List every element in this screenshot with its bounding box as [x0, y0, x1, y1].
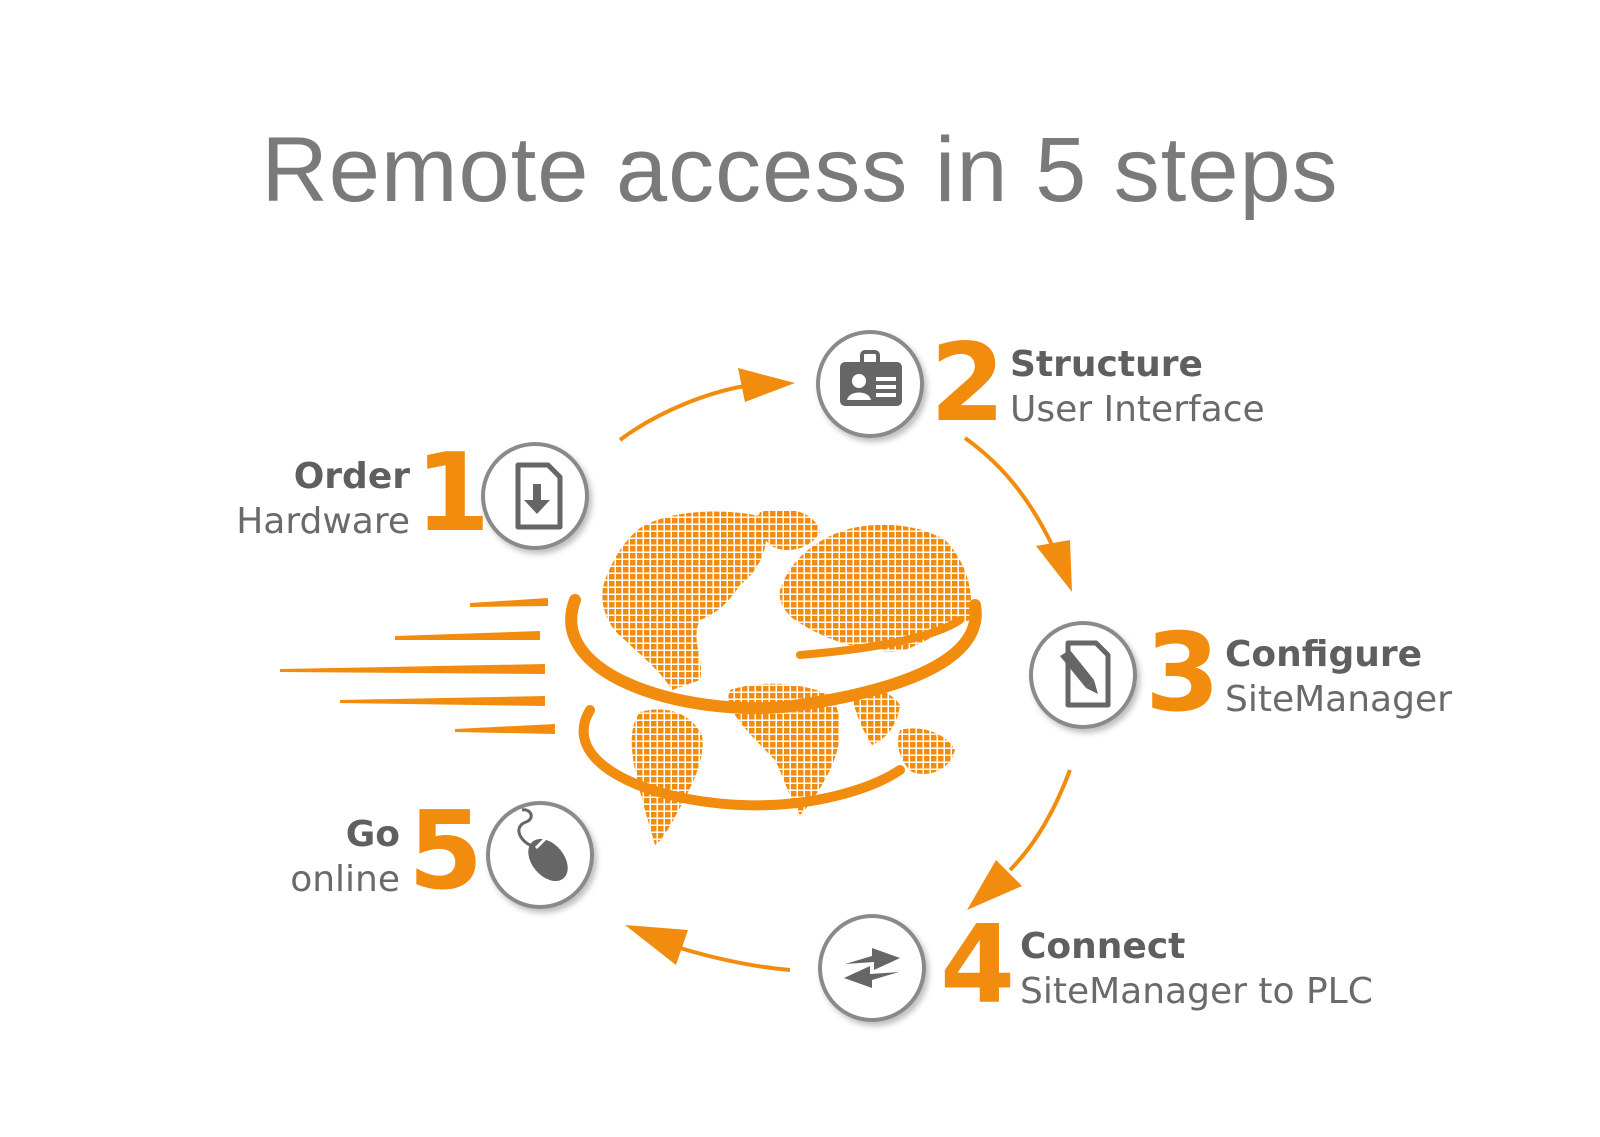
arrow-3-to-4: [1008, 769, 1072, 872]
step-1-subtitle: Hardware: [236, 501, 410, 542]
step-3-subtitle: SiteManager: [1225, 679, 1452, 720]
exchange-arrows-icon: [844, 948, 900, 988]
step-4-number: 4: [940, 903, 1016, 1028]
document-edit-icon: [1060, 640, 1111, 708]
arrow-2-to-3: [963, 436, 1054, 546]
orbit-ring-lower: [578, 705, 905, 811]
arrow-1-to-2: [618, 384, 746, 442]
step-4-icon-circle: [818, 914, 926, 1022]
arrow-4-to-5-head: [625, 925, 688, 965]
step-4-subtitle: SiteManager to PLC: [1020, 971, 1373, 1012]
id-badge-icon: [840, 350, 902, 406]
step-3-title: Configure: [1225, 634, 1423, 675]
step-5-subtitle: online: [290, 859, 400, 900]
step-4-title: Connect: [1020, 926, 1186, 967]
step-3-icon-circle: [1029, 621, 1137, 729]
step-1-label: Order Hardware: [200, 454, 410, 544]
globe-illustration: [280, 509, 982, 845]
step-2-subtitle: User Interface: [1010, 389, 1265, 430]
arrow-4-to-5: [679, 946, 791, 972]
step-1-number: 1: [415, 431, 491, 556]
arrow-2-to-3-head: [1036, 540, 1072, 592]
orbit-ring-upper: [565, 594, 982, 715]
step-5-label: Go online: [250, 812, 400, 902]
step-3-number: 3: [1145, 611, 1221, 736]
arrow-3-to-4-head: [967, 860, 1022, 910]
orbit-ring-inner: [796, 616, 964, 659]
step-5-number: 5: [408, 789, 484, 914]
flow-arrows: [618, 368, 1072, 972]
continents: [602, 509, 972, 845]
step-2-icon-circle: [816, 330, 924, 438]
page-title: Remote access in 5 steps: [261, 119, 1339, 221]
step-1-icon-circle: [481, 442, 589, 550]
step-5-title: Go: [345, 814, 400, 855]
step-5-icon-circle: [486, 801, 594, 909]
step-2-title: Structure: [1010, 344, 1203, 385]
step-2-label: Structure User Interface: [1010, 342, 1340, 432]
step-2-number: 2: [930, 321, 1006, 446]
speed-lines: [280, 598, 555, 734]
document-download-icon: [515, 462, 563, 530]
step-4-label: Connect SiteManager to PLC: [1020, 924, 1440, 1014]
step-3-label: Configure SiteManager: [1225, 632, 1525, 722]
mouse-icon: [517, 808, 568, 882]
step-1-title: Order: [293, 456, 410, 497]
arrow-1-to-2-head: [738, 368, 795, 402]
